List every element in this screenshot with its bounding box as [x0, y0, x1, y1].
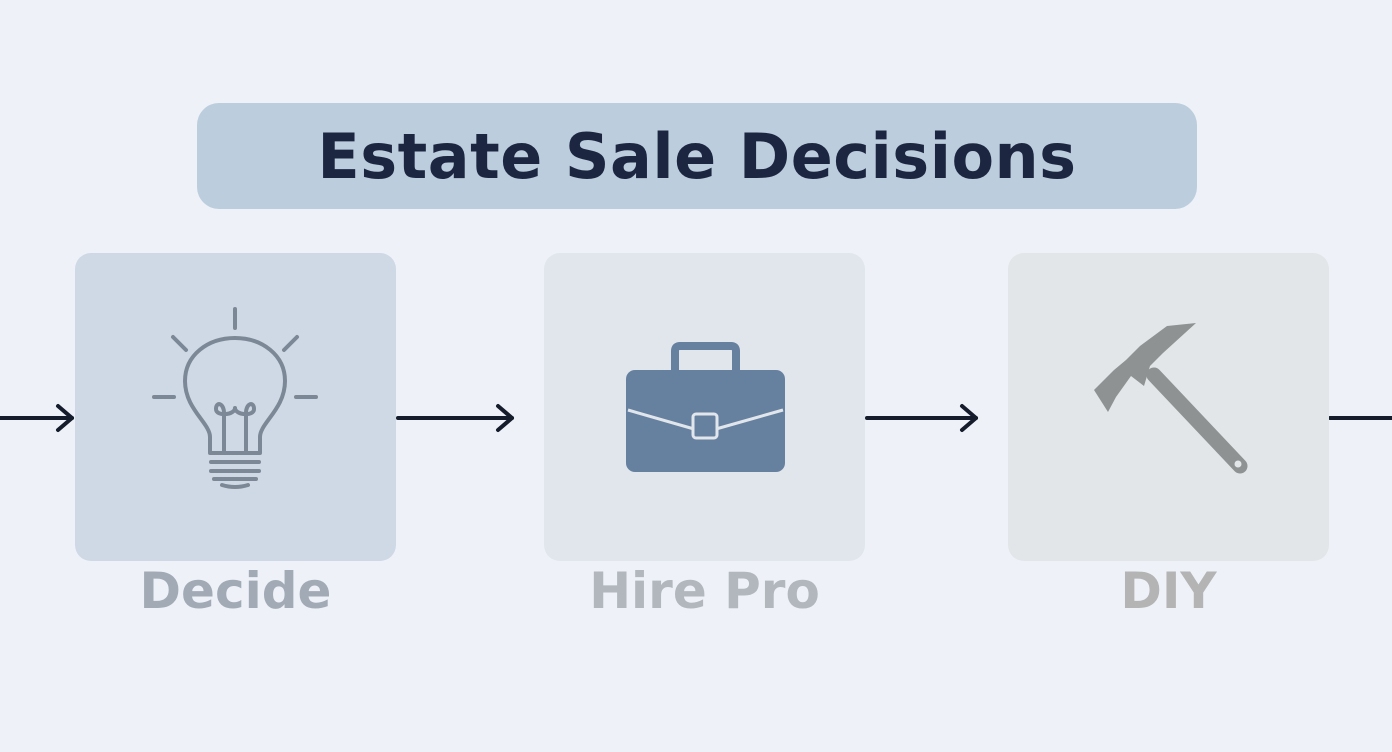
arrow-hire-to-diy — [865, 404, 978, 432]
title-banner: Estate Sale Decisions — [197, 103, 1197, 209]
step-card-decide — [75, 253, 396, 561]
step-label-hire-pro: Hire Pro — [589, 562, 820, 620]
lightbulb-icon — [152, 307, 318, 489]
arrow-decide-to-hire — [396, 404, 514, 432]
briefcase-icon — [626, 342, 785, 472]
arrow-into-decide — [0, 404, 74, 432]
step-label-decide: Decide — [139, 562, 332, 620]
hammer-icon — [1094, 323, 1248, 474]
step-card-hire-pro — [544, 253, 865, 561]
diagram-title: Estate Sale Decisions — [317, 119, 1077, 193]
step-label-diy: DIY — [1120, 562, 1217, 620]
step-card-diy — [1008, 253, 1329, 561]
